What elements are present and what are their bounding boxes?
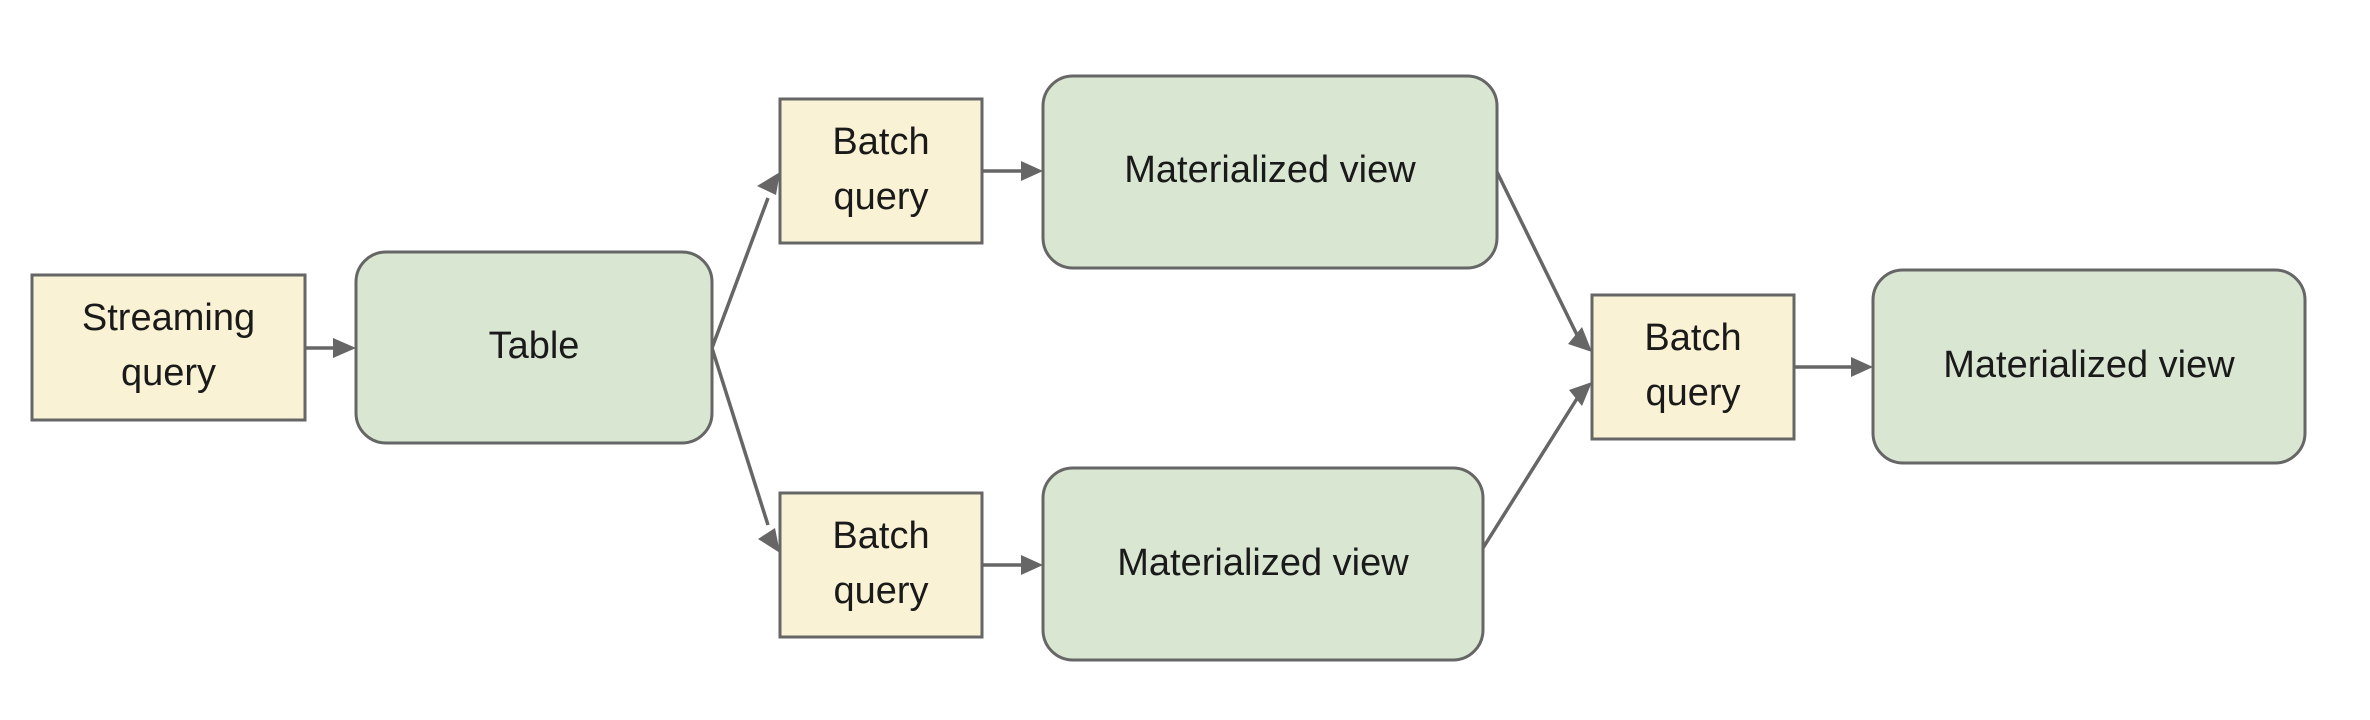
node-shape-rect[interactable] [30, 273, 307, 422]
node-materialized-view-top[interactable]: Materialized view [1041, 74, 1499, 270]
node-materialized-view-bottom[interactable]: Materialized view [1041, 466, 1485, 662]
node-shape-rounded-rect[interactable] [354, 250, 714, 445]
edge-line [710, 197, 770, 349]
edge-line [1481, 396, 1580, 549]
edge-mv-top-to-batch-right [1495, 171, 1592, 352]
arrowhead-icon [1569, 382, 1592, 406]
node-shape-rounded-rect[interactable] [1041, 466, 1485, 662]
arrowhead-icon [1021, 555, 1043, 575]
node-label-line1: Materialized view [1124, 149, 1416, 191]
edge-table-to-batch-bottom [710, 347, 780, 553]
node-label-line1: Table [489, 325, 580, 367]
node-shape-rect[interactable] [778, 97, 984, 245]
node-materialized-view-right[interactable]: Materialized view [1871, 268, 2307, 465]
arrowhead-icon [333, 338, 356, 358]
edge-line [710, 347, 770, 526]
node-label-line1: Batch [1644, 317, 1741, 359]
node-batch-query-bottom[interactable]: Batch query [778, 491, 984, 639]
node-label-line1: Materialized view [1117, 542, 1409, 584]
node-shape-rect[interactable] [778, 491, 984, 639]
edge-batch-bottom-to-mv-bottom [982, 555, 1043, 575]
arrowhead-icon [1021, 161, 1043, 181]
arrowhead-icon [1851, 357, 1873, 377]
edge-table-to-batch-top [710, 172, 780, 349]
edge-batch-right-to-mv-right [1794, 357, 1873, 377]
node-label-line1: Materialized view [1943, 344, 2235, 386]
node-streaming-query[interactable]: Streaming query [30, 273, 307, 422]
node-label-line1: Batch [832, 515, 929, 557]
node-table[interactable]: Table [354, 250, 714, 445]
edge-line [1495, 171, 1580, 338]
arrowhead-icon [758, 528, 780, 553]
edge-batch-top-to-mv-top [982, 161, 1043, 181]
node-label-line2: query [1645, 372, 1740, 414]
node-shape-rounded-rect[interactable] [1871, 268, 2307, 465]
edge-streaming-to-table [305, 338, 356, 358]
edge-mv-bottom-to-batch-right [1481, 382, 1592, 549]
node-batch-query-top[interactable]: Batch query [778, 97, 984, 245]
node-batch-query-right[interactable]: Batch query [1590, 293, 1796, 441]
arrowhead-icon [1568, 327, 1592, 352]
node-shape-rect[interactable] [1590, 293, 1796, 441]
node-label-line1: Batch [832, 121, 929, 163]
node-label-line2: query [121, 352, 216, 394]
node-label-line1: Streaming [82, 297, 255, 339]
node-label-line2: query [833, 570, 928, 612]
node-shape-rounded-rect[interactable] [1041, 74, 1499, 270]
arrowhead-icon [757, 172, 780, 195]
node-label-line2: query [833, 176, 928, 218]
